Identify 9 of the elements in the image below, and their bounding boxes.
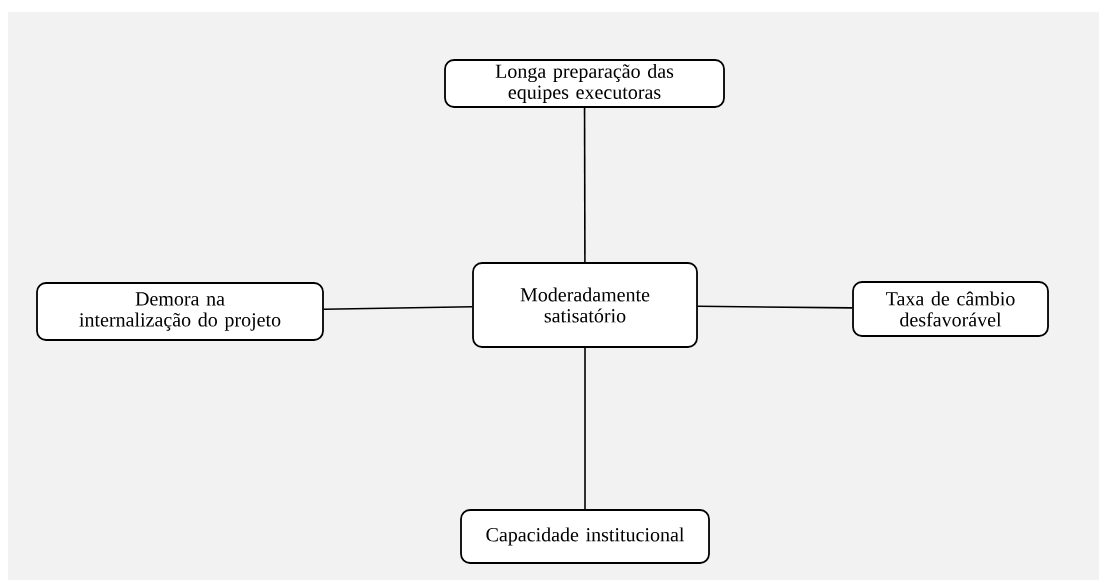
connector-line — [583, 107, 586, 263]
text-box: Longa preparação das equipes executoras — [444, 59, 725, 108]
connector-line — [584, 347, 586, 510]
text-box: Taxa de câmbio desfavorável — [852, 281, 1049, 337]
text-box: Demora na internalização do projeto — [36, 282, 324, 341]
connector-line — [323, 306, 473, 310]
connector-line — [697, 305, 853, 309]
text-box: Capacidade institucional — [460, 509, 710, 564]
text-box: Moderadamente satisatório — [472, 262, 698, 348]
